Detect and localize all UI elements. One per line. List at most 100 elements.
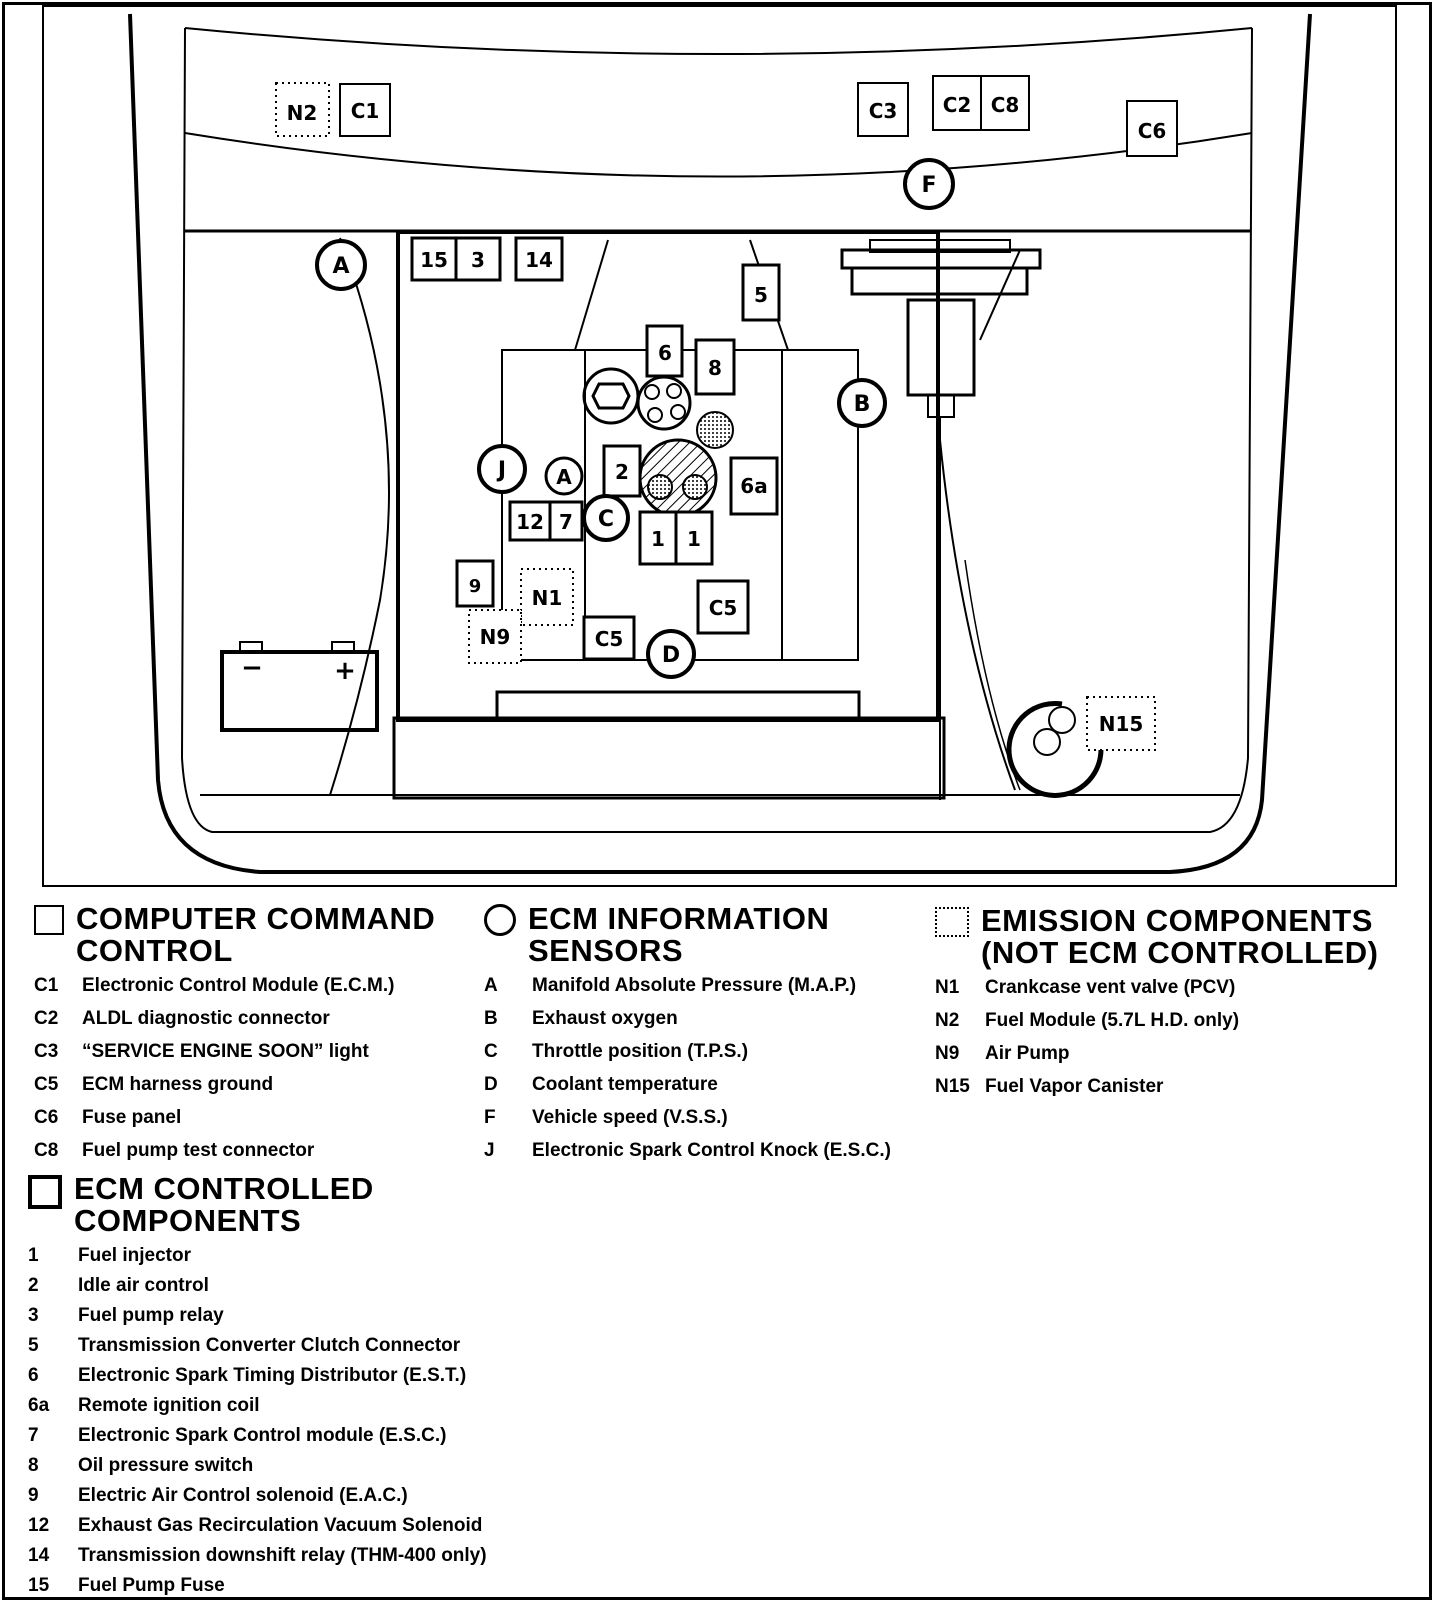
battery-minus-sign: − bbox=[241, 653, 263, 683]
callout-label: 12 bbox=[516, 510, 544, 534]
callout-label: 7 bbox=[559, 510, 573, 534]
legend-code: 5 bbox=[28, 1335, 39, 1356]
engine-compartment-diagram: − + C1 C3 C2 C8 C6 15 3 14 5 6 8 2 6a 12… bbox=[42, 5, 1397, 887]
legend-code: 9 bbox=[28, 1485, 39, 1506]
legend-label: Throttle position (T.P.S.) bbox=[532, 1041, 749, 1062]
callout-12: 12 bbox=[508, 500, 552, 542]
legend-code: 14 bbox=[28, 1545, 50, 1566]
legend-label: Idle air control bbox=[78, 1275, 209, 1296]
legend-title: ECM CONTROLLED COMPONENTS bbox=[74, 1171, 374, 1238]
legend-label: Fuse panel bbox=[82, 1107, 182, 1128]
callout-circle-b: B bbox=[837, 378, 887, 428]
callout-label: 6a bbox=[740, 474, 767, 498]
callout-label: 5 bbox=[754, 283, 768, 307]
callout-dotted-n1: N1 bbox=[520, 568, 574, 626]
callout-circle-a-top: A bbox=[315, 239, 367, 291]
callout-label: F bbox=[921, 173, 936, 198]
callout-label: C8 bbox=[991, 93, 1020, 117]
callout-c3: C3 bbox=[857, 82, 909, 137]
legend-code: 6 bbox=[28, 1365, 39, 1386]
legend-label: “SERVICE ENGINE SOON” light bbox=[82, 1041, 369, 1062]
legend-code: 15 bbox=[28, 1575, 50, 1596]
square-symbol-icon bbox=[34, 905, 64, 935]
legend-header: ECM CONTROLLED COMPONENTS bbox=[28, 1173, 588, 1237]
callout-circle-a-engine: A bbox=[544, 456, 584, 496]
legend-header: ECM INFORMATION SENSORS bbox=[484, 903, 944, 967]
harness-left bbox=[574, 239, 609, 351]
callout-6: 6 bbox=[645, 324, 684, 378]
legend-label: Coolant temperature bbox=[532, 1074, 718, 1095]
legend-label: Fuel Vapor Canister bbox=[985, 1076, 1164, 1097]
left-fender-curve bbox=[329, 237, 390, 796]
callout-label: 2 bbox=[615, 460, 629, 484]
radiator-support bbox=[495, 690, 861, 722]
callout-14: 14 bbox=[514, 236, 564, 282]
stippled-sensor bbox=[696, 411, 734, 449]
callout-c2: C2 bbox=[932, 75, 982, 131]
legend-code: 7 bbox=[28, 1425, 39, 1446]
legend-label: Fuel Module (5.7L H.D. only) bbox=[985, 1010, 1240, 1031]
legend-code: C2 bbox=[34, 1008, 59, 1029]
legend-emission-components: EMISSION COMPONENTS (NOT ECM CONTROLLED)… bbox=[935, 905, 1405, 1109]
legend-row: 7 Electronic Spark Control module (E.S.C.… bbox=[28, 1425, 588, 1455]
legend-code: F bbox=[484, 1107, 496, 1128]
legend-code: D bbox=[484, 1074, 498, 1095]
legend-row: N2 Fuel Module (5.7L H.D. only) bbox=[935, 1010, 1405, 1043]
callout-label: B bbox=[854, 392, 871, 417]
legend-label: Electronic Spark Control module (E.S.C.) bbox=[78, 1425, 447, 1446]
air-cleaner-body bbox=[850, 266, 1029, 296]
legend-label: Electronic Spark Control Knock (E.S.C.) bbox=[532, 1140, 891, 1161]
callout-label: C1 bbox=[351, 99, 380, 123]
body-outline bbox=[128, 13, 1312, 874]
legend-ecm-information-sensors: ECM INFORMATION SENSORS A Manifold Absolu… bbox=[484, 903, 944, 1173]
callout-5: 5 bbox=[741, 263, 781, 322]
callout-label: C2 bbox=[943, 93, 972, 117]
callout-label: A bbox=[332, 254, 349, 279]
callout-c5-right: C5 bbox=[696, 579, 750, 635]
legend-code: 6a bbox=[28, 1395, 50, 1416]
callout-circle-c: C bbox=[582, 494, 630, 542]
legend-code: N9 bbox=[935, 1043, 960, 1064]
callout-label: C bbox=[598, 507, 614, 532]
callout-c5-left: C5 bbox=[582, 615, 636, 661]
legend-title: ECM INFORMATION SENSORS bbox=[528, 901, 830, 968]
callout-15: 15 bbox=[410, 236, 458, 282]
oxygen-sensor-tip bbox=[927, 394, 955, 418]
legend-code: C3 bbox=[34, 1041, 59, 1062]
legend-header: EMISSION COMPONENTS (NOT ECM CONTROLLED) bbox=[935, 905, 1405, 969]
callout-label: N1 bbox=[532, 586, 563, 610]
legend-label: Remote ignition coil bbox=[78, 1395, 260, 1416]
legend-code: C6 bbox=[34, 1107, 59, 1128]
callout-2: 2 bbox=[602, 444, 642, 498]
callout-circle-f: F bbox=[903, 158, 955, 210]
legend-code: 1 bbox=[28, 1245, 39, 1266]
legend-code: J bbox=[484, 1140, 495, 1161]
legend-code: C1 bbox=[34, 975, 59, 996]
callout-label: 8 bbox=[708, 356, 722, 380]
callout-label: D bbox=[662, 643, 680, 668]
legend-row: D Coolant temperature bbox=[484, 1074, 944, 1107]
legend-label: Manifold Absolute Pressure (M.A.P.) bbox=[532, 975, 857, 996]
legend-label: Fuel injector bbox=[78, 1245, 191, 1266]
legend-label: Fuel pump relay bbox=[78, 1305, 224, 1326]
legend-code: N2 bbox=[935, 1010, 960, 1031]
legend-label: Transmission downshift relay (THM-400 on… bbox=[78, 1545, 487, 1566]
legend-code: 2 bbox=[28, 1275, 39, 1296]
circle-symbol-icon bbox=[484, 904, 516, 936]
battery-terminal-negative bbox=[239, 641, 263, 653]
legend-code: A bbox=[484, 975, 498, 996]
legend-code: C bbox=[484, 1041, 498, 1062]
